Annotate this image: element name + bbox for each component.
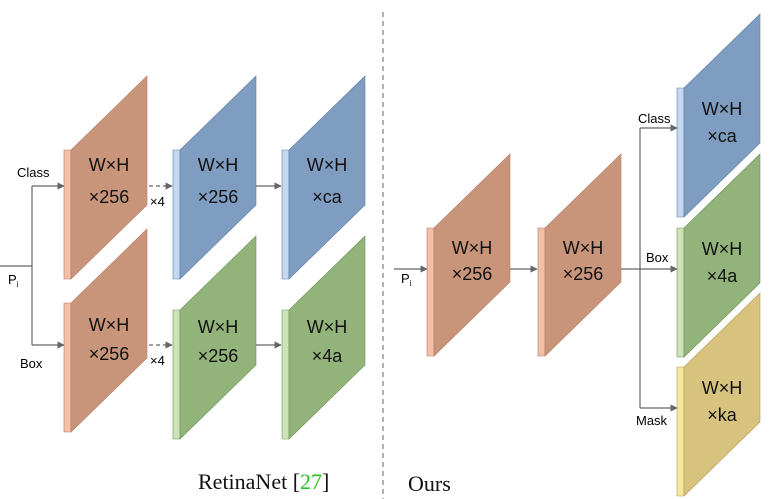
- retinanet-caption: RetinaNet [27]: [198, 469, 329, 494]
- block-channel-label: ×ka: [707, 405, 738, 425]
- left-class-block-1: W×H ×256: [63, 75, 148, 280]
- left-class-label: Class: [17, 165, 50, 180]
- ours-caption: Ours: [408, 471, 451, 496]
- block-dim-label: W×H: [452, 238, 493, 258]
- block-channel-label: ×256: [198, 346, 239, 366]
- right-class-label: Class: [638, 111, 671, 126]
- right-input-label: Pi: [401, 271, 412, 288]
- box-head-block: W×H ×4a: [676, 153, 761, 358]
- right-box-label: Box: [646, 250, 669, 265]
- block-dim-label: W×H: [307, 155, 348, 175]
- left-box-block-1: W×H ×256: [63, 228, 148, 433]
- repeat-label-class: ×4: [150, 194, 165, 209]
- mask-head-block: W×H ×ka: [676, 292, 761, 497]
- block-channel-label: ×ca: [312, 187, 343, 207]
- class-head-block: W×H ×ca: [676, 13, 761, 218]
- shared-block-1: W×H ×256: [426, 153, 511, 357]
- block-dim-label: W×H: [198, 317, 239, 337]
- block-channel-label: ×4a: [312, 346, 344, 366]
- block-dim-label: W×H: [702, 239, 743, 259]
- block-dim-label: W×H: [702, 378, 743, 398]
- block-channel-label: ×256: [198, 187, 239, 207]
- retinanet-panel: Pi Class Box ×4 ×4 W×H ×256 W×H ×256 W×H…: [0, 75, 366, 494]
- block-dim-label: W×H: [563, 238, 604, 258]
- left-class-block-3: W×H ×ca: [281, 75, 366, 280]
- left-connectors: [0, 182, 282, 349]
- ours-panel: Pi Class Box Mask W×H ×256 W×H ×256 W×H …: [394, 13, 761, 497]
- block-channel-label: ×256: [89, 344, 130, 364]
- shared-block-2: W×H ×256: [537, 153, 622, 357]
- repeat-label-box: ×4: [150, 353, 165, 368]
- block-dim-label: W×H: [198, 155, 239, 175]
- left-box-label: Box: [20, 356, 43, 371]
- block-channel-label: ×256: [89, 187, 130, 207]
- block-channel-label: ×256: [452, 264, 493, 284]
- right-mask-label: Mask: [636, 413, 668, 428]
- block-dim-label: W×H: [89, 155, 130, 175]
- left-box-block-2: W×H ×256: [172, 235, 257, 440]
- block-dim-label: W×H: [89, 315, 130, 335]
- left-box-block-3: W×H ×4a: [281, 235, 366, 440]
- block-channel-label: ×4a: [707, 266, 739, 286]
- block-channel-label: ×256: [563, 264, 604, 284]
- right-connectors: [394, 124, 678, 412]
- left-input-label: Pi: [8, 272, 19, 289]
- block-dim-label: W×H: [307, 317, 348, 337]
- left-class-block-2: W×H ×256: [172, 75, 257, 280]
- block-dim-label: W×H: [702, 99, 743, 119]
- block-channel-label: ×ca: [707, 126, 738, 146]
